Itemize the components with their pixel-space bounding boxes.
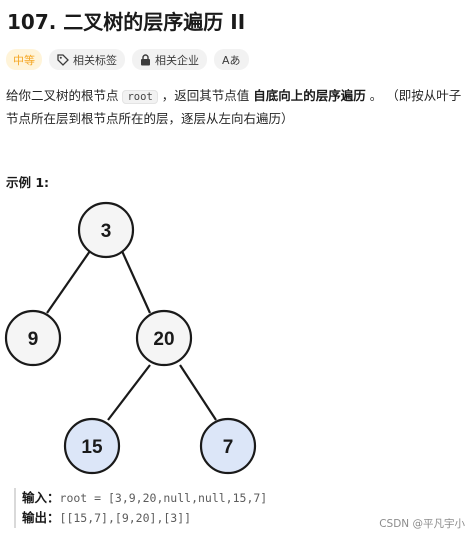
tree-node-circle <box>199 417 257 475</box>
output-value: [[15,7],[9,20],[3]] <box>59 511 192 525</box>
translate-icon: Aあ <box>222 53 241 67</box>
input-value: root = [3,9,20,null,null,15,7] <box>59 491 268 505</box>
example-input-line: 输入：root = [3,9,20,null,null,15,7] <box>22 488 267 508</box>
lock-icon <box>140 53 151 66</box>
tree-node-7: 7 <box>199 417 257 475</box>
tree-node-9: 9 <box>4 309 62 367</box>
tree-node-3: 3 <box>77 201 135 259</box>
tree-node-label: 9 <box>28 329 39 350</box>
tag-icon <box>57 53 69 66</box>
tree-node-label: 3 <box>101 221 112 242</box>
tree-node-label: 20 <box>153 329 174 350</box>
related-tags-button[interactable]: 相关标签 <box>49 49 125 70</box>
tree-node-label: 15 <box>81 437 103 458</box>
tree-node-15: 15 <box>63 417 121 475</box>
output-label: 输出： <box>22 510 60 525</box>
description-bold: 自底向上的层序遍历 <box>253 88 366 103</box>
tree-node-circle <box>77 201 135 259</box>
description-text-2: ，返回其节点值 <box>157 88 254 103</box>
tree-edges <box>46 250 217 421</box>
description-text-3: 。 （即按从叶子节点所在层到根节点所在的层，逐层从左向右遍历） <box>6 88 462 126</box>
edge-3-20 <box>120 250 152 314</box>
inline-code-root: root <box>122 90 158 104</box>
tree-node-circle <box>4 309 62 367</box>
problem-title: 107. 二叉树的层序遍历 II <box>7 10 246 34</box>
tree-node-label: 7 <box>223 437 234 458</box>
edge-20-7 <box>179 364 217 421</box>
example-title: 示例 1: <box>6 175 50 190</box>
tree-node-20: 20 <box>135 309 193 367</box>
translate-button[interactable]: Aあ <box>214 49 249 70</box>
related-companies-button[interactable]: 相关企业 <box>132 49 207 70</box>
edge-3-9 <box>46 250 91 314</box>
difficulty-badge: 中等 <box>6 49 42 70</box>
watermark: CSDN @平凡宇小 <box>379 518 465 530</box>
tree-node-circle <box>63 417 121 475</box>
example-io-block: 输入：root = [3,9,20,null,null,15,7] 输出：[[1… <box>14 488 267 528</box>
tree-node-circle <box>135 309 193 367</box>
description-text-1: 给你二叉树的根节点 <box>6 88 123 103</box>
example-output-line: 输出：[[15,7],[9,20],[3]] <box>22 508 267 528</box>
edge-20-15 <box>107 364 151 421</box>
input-label: 输入： <box>22 490 60 505</box>
binary-tree-diagram: 3 9 20 15 7 <box>4 201 257 475</box>
related-tags-label: 相关标签 <box>73 53 117 67</box>
related-companies-label: 相关企业 <box>155 53 199 67</box>
problem-description: 给你二叉树的根节点 root ，返回其节点值 自底向上的层序遍历 。 （即按从叶… <box>6 85 466 129</box>
tag-bar: 中等 相关标签 相关企业 Aあ <box>6 49 249 70</box>
